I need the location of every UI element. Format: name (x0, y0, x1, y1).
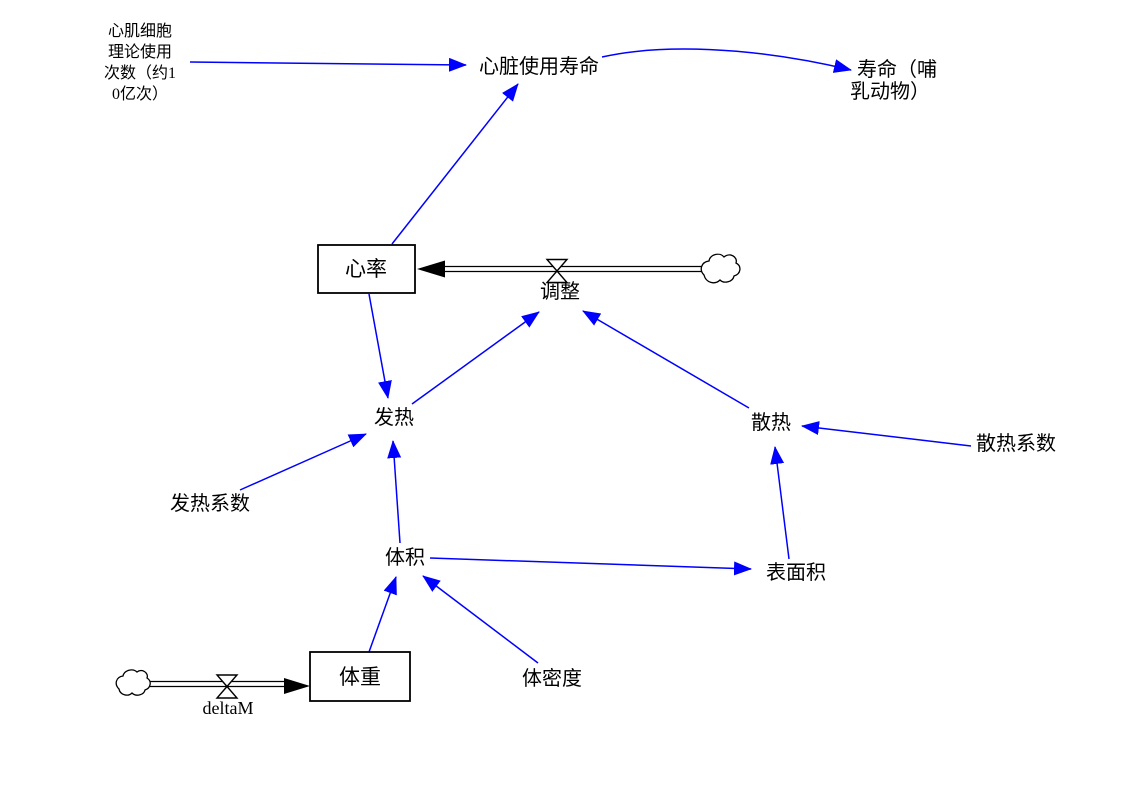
variable-delta-m[interactable]: deltaM (203, 698, 254, 718)
flow-arrowhead (284, 678, 310, 694)
variable-heart-cell-uses-line4[interactable]: 0亿次） (112, 85, 168, 103)
stock-body-weight-label[interactable]: 体重 (339, 665, 381, 689)
link-heat-generation-coefficient-to-heat-generation (239, 433, 367, 491)
variable-mammal-lifespan[interactable]: 寿命（哺 乳动物） (850, 58, 937, 103)
link-body-density-to-volume (422, 575, 539, 664)
variable-heart-cell-uses-line2[interactable]: 理论使用 (108, 43, 172, 61)
variable-heart-cell-uses[interactable]: 心肌细胞 理论使用 次数（约1 0亿次） (104, 22, 176, 103)
variable-heat-generation[interactable]: 发热 (374, 406, 414, 429)
link-heat-dissipation-coefficient-to-heat-dissipation (801, 421, 972, 447)
variable-heart-service-life[interactable]: 心脏使用寿命 (479, 55, 599, 78)
flow-arrowhead (417, 260, 445, 278)
source-cloud-icon[interactable] (115, 669, 151, 696)
stock-heart-rate-box[interactable] (317, 244, 416, 294)
adjustment-valve-icon[interactable] (545, 258, 569, 284)
flow-delta-m (115, 669, 310, 699)
variable-volume[interactable]: 体积 (385, 546, 425, 569)
link-volume-to-surface-area (429, 557, 752, 576)
variable-heart-cell-uses-line1[interactable]: 心肌细胞 (108, 22, 172, 40)
variable-heat-dissipation[interactable]: 散热 (751, 411, 791, 434)
source-cloud-icon[interactable] (700, 253, 741, 284)
link-heart-cell-uses-to-heart-service-life (189, 57, 467, 72)
variable-mammal-lifespan-line2[interactable]: 乳动物） (850, 80, 930, 103)
variable-mammal-lifespan-line1[interactable]: 寿命（哺 (857, 58, 937, 81)
link-heat-dissipation-to-adjustment (582, 310, 750, 409)
variable-body-density[interactable]: 体密度 (522, 667, 582, 690)
variable-heart-cell-uses-line3[interactable]: 次数（约1 (104, 64, 176, 82)
link-surface-area-to-heat-dissipation (770, 446, 790, 560)
link-heart-service-life-to-mammal-lifespan (601, 48, 852, 73)
link-heat-generation-to-adjustment (411, 311, 540, 405)
variable-surface-area[interactable]: 表面积 (766, 561, 826, 584)
variable-heat-dissipation-coefficient[interactable]: 散热系数 (976, 432, 1056, 455)
delta-m-valve-icon[interactable] (215, 674, 239, 699)
link-volume-to-heat-generation (387, 440, 402, 544)
variable-adjustment[interactable]: 调整 (540, 280, 580, 303)
variable-heat-generation-coefficient[interactable]: 发热系数 (170, 492, 250, 515)
stock-body-weight-box[interactable] (309, 651, 411, 702)
link-body-weight-to-volume (368, 576, 397, 653)
link-heart-rate-to-heart-service-life (391, 83, 519, 245)
link-heart-rate-to-heat-generation (368, 293, 392, 399)
flow-adjustment (417, 253, 741, 284)
stock-heart-rate-label[interactable]: 心率 (345, 257, 387, 281)
